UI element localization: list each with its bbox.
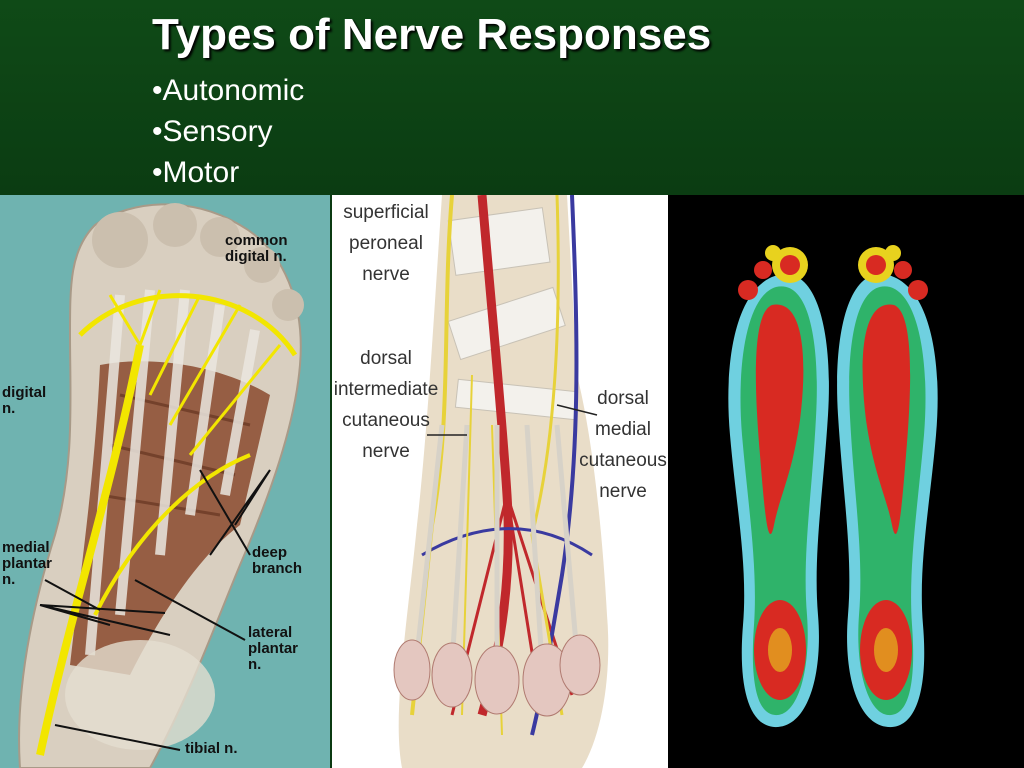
label-superficial-peroneal: superficial peroneal nerve bbox=[334, 197, 438, 290]
label-medial-plantar: medial plantar n. bbox=[2, 540, 52, 588]
label-deep-branch: deep branch bbox=[252, 545, 302, 577]
label-lateral-plantar: lateral plantar n. bbox=[248, 625, 298, 673]
plantar-foot-drawing bbox=[0, 195, 330, 768]
plantar-nerves-illustration: common digital n. digital n. medial plan… bbox=[0, 195, 330, 768]
label-tibial: tibial n. bbox=[185, 741, 238, 757]
slide-header: Types of Nerve Responses •Autonomic •Sen… bbox=[0, 0, 1024, 195]
label-dorsal-medial: dorsal medial cutaneous nerve bbox=[578, 383, 668, 507]
label-digital: digital n. bbox=[2, 385, 46, 417]
bullet-motor: •Motor bbox=[152, 152, 304, 193]
dorsal-nerves-illustration: superficial peroneal nerve dorsal interm… bbox=[332, 195, 668, 768]
bullet-autonomic: •Autonomic bbox=[152, 70, 304, 111]
left-foot-thermal bbox=[728, 245, 829, 727]
slide-title: Types of Nerve Responses bbox=[152, 10, 711, 60]
bullet-sensory: •Sensory bbox=[152, 111, 304, 152]
label-dorsal-intermediate: dorsal intermediate cutaneous nerve bbox=[332, 343, 440, 467]
right-foot-thermal bbox=[837, 245, 938, 727]
label-common-digital: common digital n. bbox=[225, 233, 288, 265]
foot-thermal-map bbox=[668, 195, 1024, 768]
bullet-list: •Autonomic •Sensory •Motor bbox=[152, 70, 304, 193]
thermal-feet-image bbox=[668, 195, 1024, 768]
